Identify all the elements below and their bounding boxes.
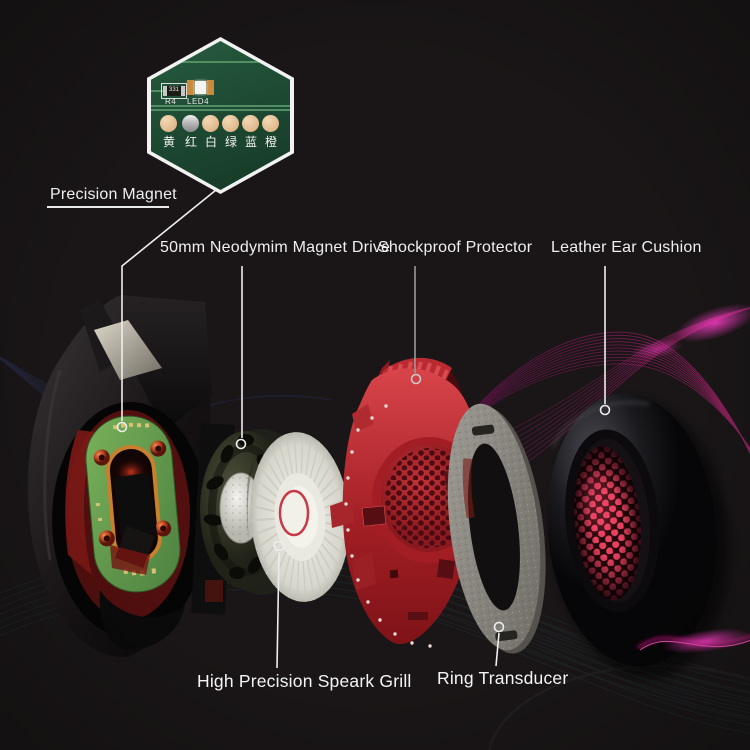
pad-label-cn: 黄	[162, 135, 175, 149]
callout-label-grill: High Precision Speark Grill	[197, 671, 412, 691]
callout-lines	[116, 189, 611, 669]
callout-label-ring-transducer: Ring Transducer	[437, 668, 569, 688]
pad-label-cn: 橙	[264, 135, 277, 149]
leader-ring-transducer	[495, 632, 500, 667]
pad-label-cn: 白	[204, 135, 217, 149]
pcb-trace	[151, 105, 290, 107]
leader-dot-magnet-drive	[235, 438, 247, 450]
resistor-r4: 331	[163, 86, 185, 96]
leader-dot-ear-cushion	[599, 404, 611, 416]
pcb-trace	[161, 61, 261, 63]
solder-pad-yellow	[160, 115, 177, 132]
leader-dot-ring-transducer	[493, 621, 505, 633]
label-underline	[47, 206, 169, 208]
led-core	[195, 81, 206, 94]
leader-dot-shockproof	[410, 373, 422, 385]
pad-label-cn: 红	[184, 135, 197, 149]
callout-label-precision-magnet: Precision Magnet	[50, 186, 177, 203]
pcb-trace	[151, 109, 290, 111]
callout-label-ear-cushion: Leather Ear Cushion	[551, 239, 702, 256]
silkscreen-r4: R4	[165, 97, 177, 106]
led4-component	[187, 80, 214, 95]
pad-label-cn: 蓝	[244, 135, 257, 149]
pad-label-cn: 绿	[224, 135, 237, 149]
resistor-outline: 331	[161, 83, 187, 99]
leader-dot-precision-magnet	[116, 421, 128, 433]
leader-dot-grill	[273, 540, 285, 552]
callout-label-magnet-drive: 50mm Neodymim Magnet Drive	[160, 239, 391, 256]
leader-precision-magnet	[121, 189, 217, 421]
solder-pad-orange	[262, 115, 279, 132]
solder-pad-blue	[242, 115, 259, 132]
solder-pad-red	[182, 115, 199, 132]
silkscreen-led4: LED4	[187, 97, 210, 106]
solder-pad-green	[222, 115, 239, 132]
leader-grill	[276, 551, 280, 669]
callout-label-shockproof: Shockproof Protector	[378, 239, 533, 256]
solder-pad-white	[202, 115, 219, 132]
